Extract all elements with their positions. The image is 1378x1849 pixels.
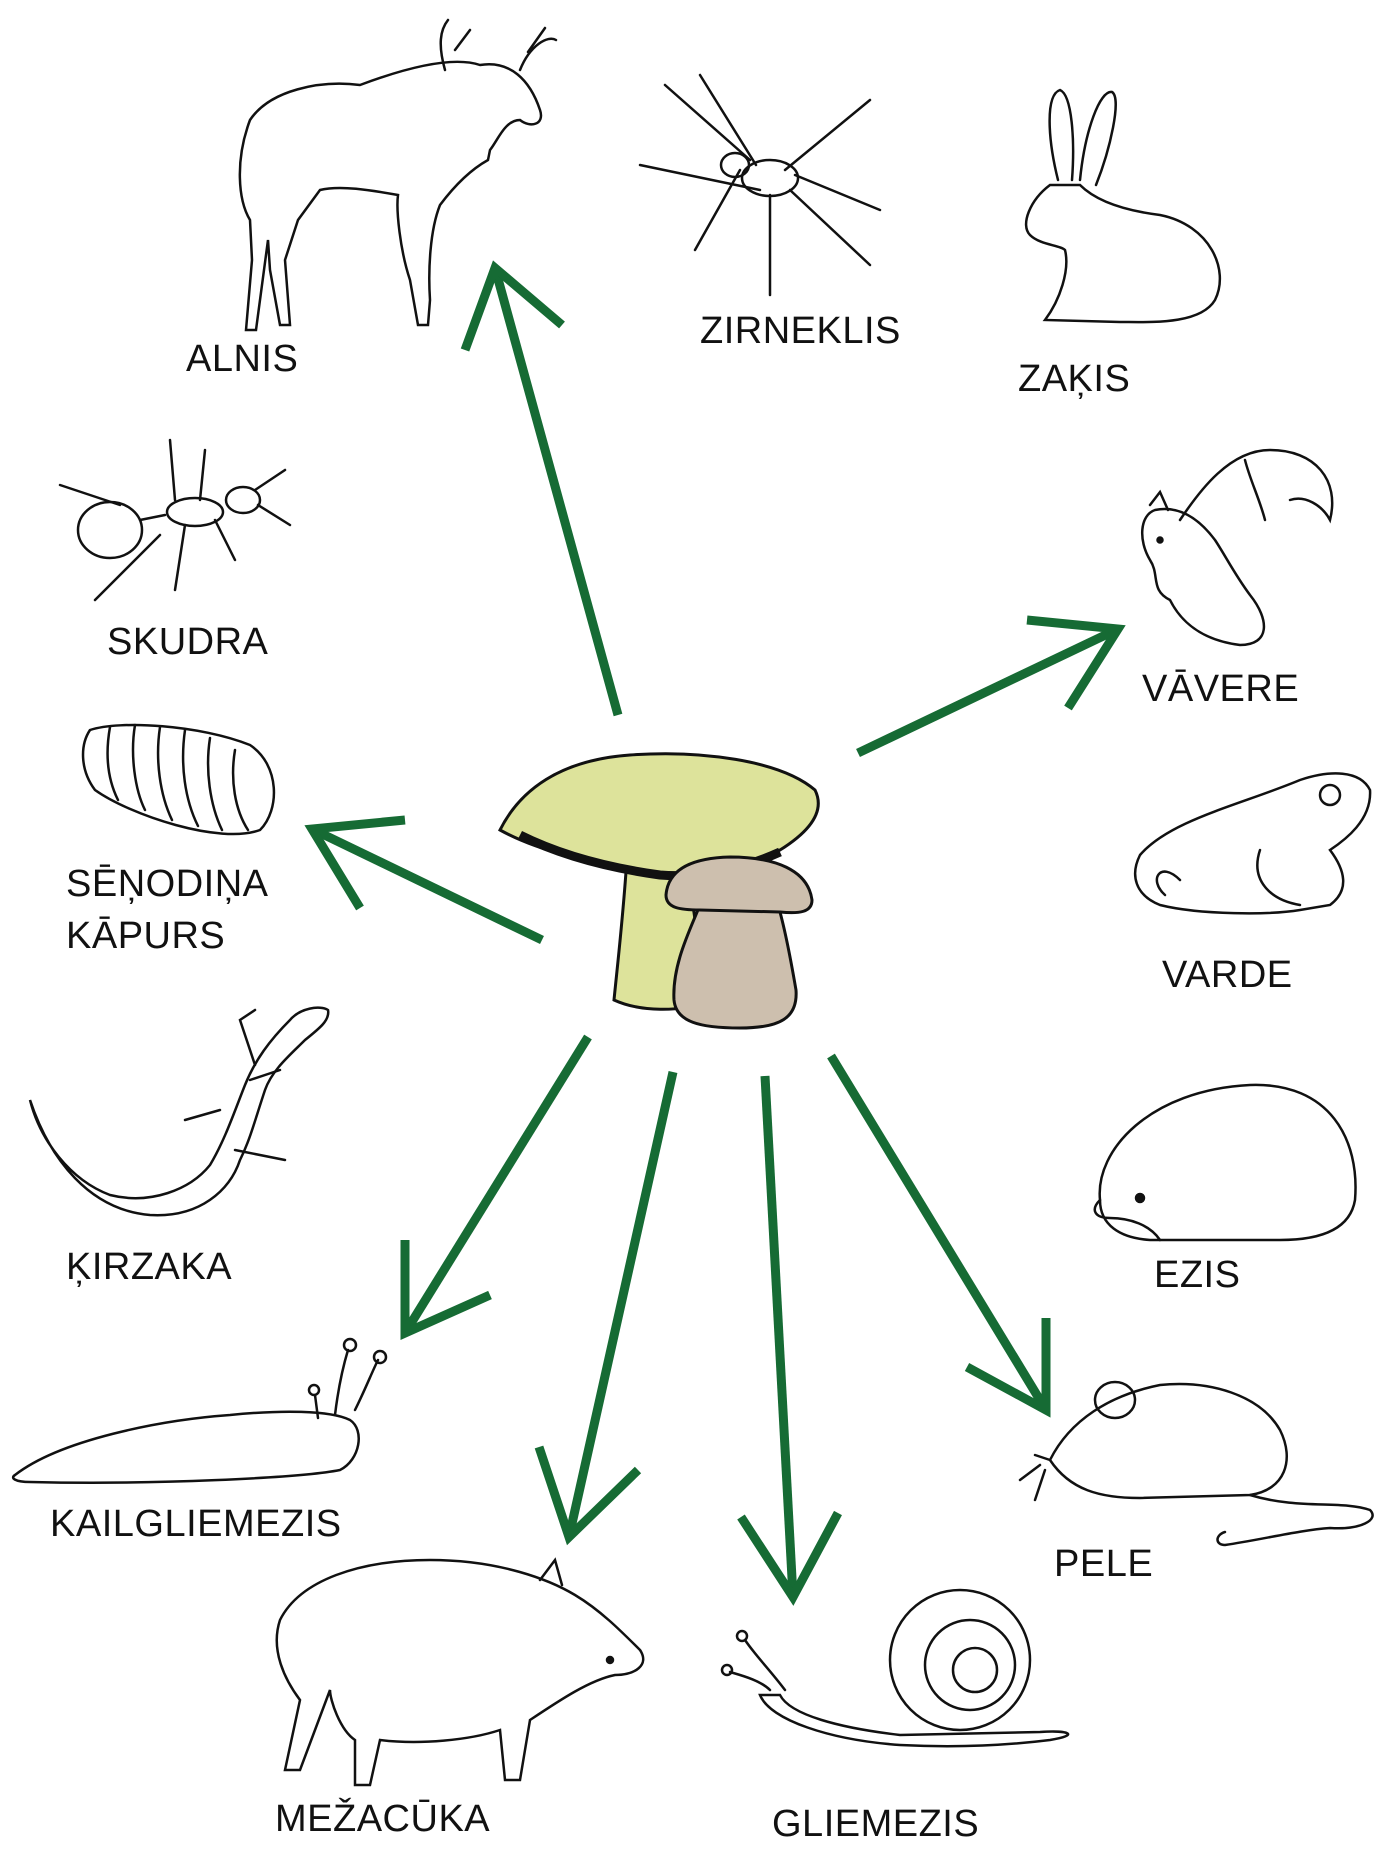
label-zakis: ZAĶIS [1018,360,1130,400]
label-mezacuka: MEŽACŪKA [275,1800,490,1840]
label-senodina-line1: SĒŅODIŅA [66,865,268,905]
kirzaka-drawing [30,1008,328,1216]
gliemezis-drawing [722,1590,1068,1746]
mushroom-group [500,754,818,1028]
label-vavere: VĀVERE [1142,670,1299,710]
label-ezis: EZIS [1154,1256,1240,1296]
label-zirneklis: ZIRNEKLIS [700,312,901,352]
skudra-drawing [60,440,290,600]
arrow-to-mezacuka [539,1072,673,1537]
vavere-drawing [1142,450,1332,645]
varde-drawing [1135,773,1370,913]
label-skudra: SKUDRA [107,623,268,663]
label-varde: VARDE [1162,956,1293,996]
ezis-drawing [1095,1085,1356,1240]
mezacuka-drawing [277,1560,643,1785]
bolete-stem [674,905,796,1028]
label-gliemezis: GLIEMEZIS [772,1805,979,1845]
arrow-to-kailgliemezis [405,1037,588,1333]
kailgliemezis-drawing [13,1339,386,1483]
label-kailgliemezis: KAILGLIEMEZIS [50,1505,342,1545]
bolete-cap [666,857,812,913]
label-pele: PELE [1054,1545,1153,1585]
arrow-to-gliemezis [741,1076,838,1597]
arrow-to-pele [831,1056,1046,1410]
zakis-drawing [1026,90,1220,322]
label-senodina-line2: KĀPURS [66,917,225,957]
label-kirzaka: ĶIRZAKA [66,1248,232,1288]
arrow-to-senodina [312,820,542,940]
pele-drawing [1020,1382,1373,1545]
arrow-to-alnis [465,268,618,715]
zirneklis-drawing [640,75,880,295]
senodina-drawing [83,725,274,834]
arrow-to-vavere [858,620,1118,753]
label-alnis: ALNIS [186,340,298,380]
